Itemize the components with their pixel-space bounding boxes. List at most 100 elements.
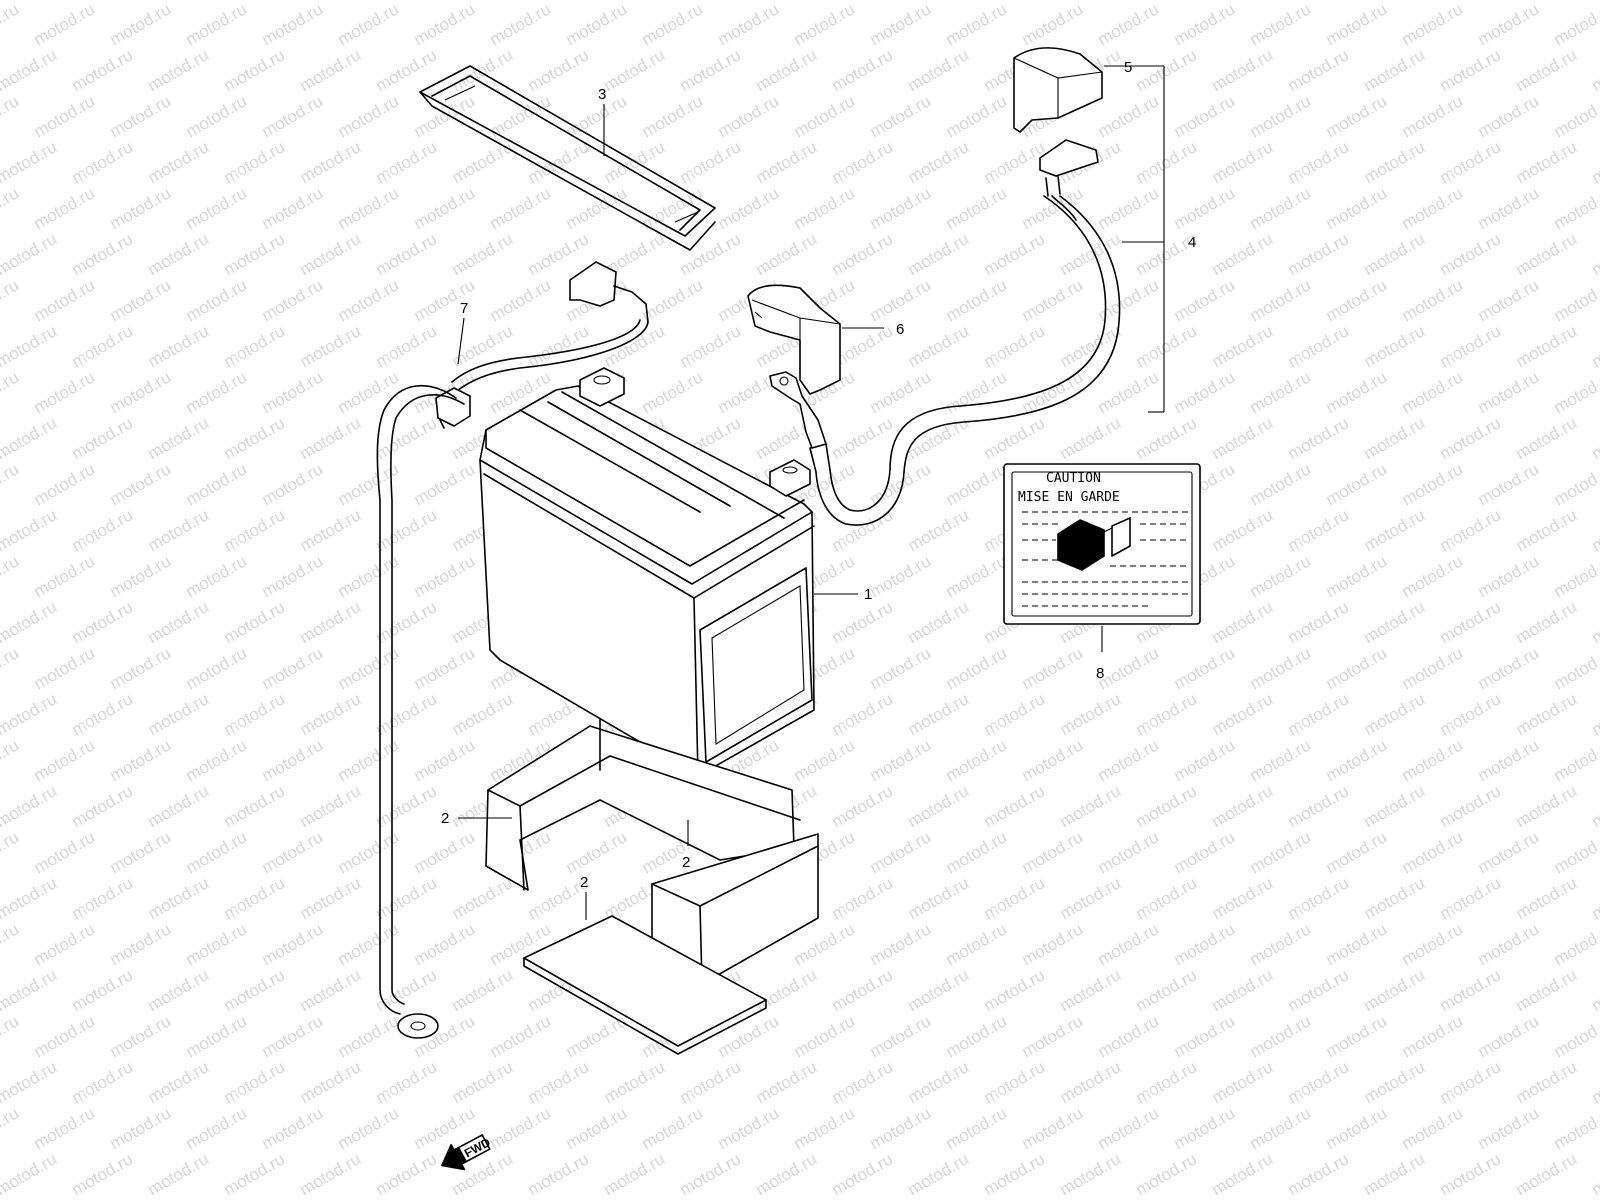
watermark-text: motod.ru [1209,505,1277,555]
watermark-text: motod.ru [905,0,973,3]
watermark-text: motod.ru [905,1057,973,1107]
watermark-text: motod.ru [905,505,973,555]
watermark-text: motod.ru [715,91,783,141]
watermark-text: motod.ru [335,0,403,49]
watermark-text: motod.ru [1247,91,1315,141]
watermark-text: motod.ru [259,0,327,49]
watermark-text: motod.ru [1437,1149,1505,1199]
watermark-text: motod.ru [1019,827,1087,877]
watermark-text: motod.ru [297,965,365,1015]
watermark-text: motod.ru [449,321,517,371]
watermark-text: motod.ru [943,551,1011,601]
watermark-text: motod.ru [107,275,175,325]
watermark-text: motod.ru [297,0,365,3]
watermark-text: motod.ru [1133,321,1201,371]
watermark-text: motod.ru [791,1011,859,1061]
watermark-text: motod.ru [1437,321,1505,371]
watermark-text: motod.ru [0,413,60,463]
watermark-text: motod.ru [69,45,137,95]
watermark-text: motod.ru [905,1149,973,1199]
watermark-text: motod.ru [1551,919,1600,969]
watermark-text: motod.ru [31,919,99,969]
watermark-text: motod.ru [1437,781,1505,831]
watermark-text: motod.ru [297,1057,365,1107]
watermark-text: motod.ru [1057,413,1125,463]
watermark-text: motod.ru [1057,781,1125,831]
watermark-text: motod.ru [1475,827,1543,877]
watermark-text: motod.ru [905,137,973,187]
watermark-text: motod.ru [0,1057,60,1107]
watermark-text: motod.ru [31,0,99,49]
watermark-text: motod.ru [1513,689,1581,739]
watermark-text: motod.ru [259,643,327,693]
watermark-text: motod.ru [1399,1103,1467,1153]
watermark-text: motod.ru [1361,321,1429,371]
watermark-text: motod.ru [449,689,517,739]
watermark-text: motod.ru [1551,643,1600,693]
watermark-text: motod.ru [221,689,289,739]
watermark-text: motod.ru [183,551,251,601]
callouts: 1 2 2 2 3 4 5 6 7 8 [441,59,1196,891]
watermark-text: motod.ru [1133,1149,1201,1199]
watermark-text: motod.ru [981,321,1049,371]
watermark-text: motod.ru [1133,0,1201,3]
watermark-text: motod.ru [1133,45,1201,95]
watermark-text: motod.ru [905,597,973,647]
watermark-text: motod.ru [107,183,175,233]
watermark-text: motod.ru [1513,873,1581,923]
watermark-text: motod.ru [1285,137,1353,187]
watermark-text: motod.ru [259,459,327,509]
leader-lines [457,65,1165,920]
watermark-text: motod.ru [1209,137,1277,187]
watermark-text: motod.ru [69,1057,137,1107]
watermark-text: motod.ru [981,781,1049,831]
callout-3: 3 [598,86,606,103]
watermark-text: motod.ru [259,183,327,233]
watermark-text: motod.ru [1285,965,1353,1015]
watermark-text: motod.ru [1399,367,1467,417]
watermark-text: motod.ru [715,1103,783,1153]
watermark-text: motod.ru [259,827,327,877]
watermark-text: motod.ru [297,137,365,187]
watermark-text: motod.ru [373,321,441,371]
watermark-text: motod.ru [1589,45,1600,95]
watermark-text: motod.ru [107,1103,175,1153]
watermark-text: motod.ru [1285,229,1353,279]
watermark-text: motod.ru [0,689,60,739]
watermark-text: motod.ru [373,965,441,1015]
watermark-text: motod.ru [1057,229,1125,279]
callout-2-center: 2 [682,854,690,871]
watermark-text: motod.ru [1057,0,1125,3]
watermark-text: motod.ru [69,229,137,279]
watermark-text: motod.ru [1247,459,1315,509]
watermark-text: motod.ru [1399,551,1467,601]
watermark-text: motod.ru [411,827,479,877]
watermark-text: motod.ru [1171,0,1239,49]
watermark-text: motod.ru [905,965,973,1015]
watermark-text: motod.ru [183,643,251,693]
watermark-text: motod.ru [943,643,1011,693]
watermark-text: motod.ru [1589,1149,1600,1199]
watermark-text: motod.ru [753,45,821,95]
watermark-text: motod.ru [0,229,60,279]
watermark-text: motod.ru [335,275,403,325]
watermark-text: motod.ru [373,1149,441,1199]
watermark-text: motod.ru [981,0,1049,3]
watermark-text: motod.ru [1133,689,1201,739]
watermark-text: motod.ru [1551,735,1600,785]
watermark-text: motod.ru [449,0,517,3]
watermark-text: motod.ru [563,91,631,141]
watermark-text: motod.ru [1437,965,1505,1015]
watermark-text: motod.ru [1247,919,1315,969]
watermark-text: motod.ru [145,413,213,463]
watermark-text: motod.ru [1551,551,1600,601]
watermark-text: motod.ru [411,91,479,141]
watermark-text: motod.ru [69,321,137,371]
watermark-text: motod.ru [373,229,441,279]
watermark-text: motod.ru [373,597,441,647]
watermark-text: motod.ru [1437,1057,1505,1107]
watermark-text: motod.ru [1209,689,1277,739]
watermark-text: motod.ru [639,0,707,49]
watermark-text: motod.ru [373,45,441,95]
watermark-text: motod.ru [297,229,365,279]
